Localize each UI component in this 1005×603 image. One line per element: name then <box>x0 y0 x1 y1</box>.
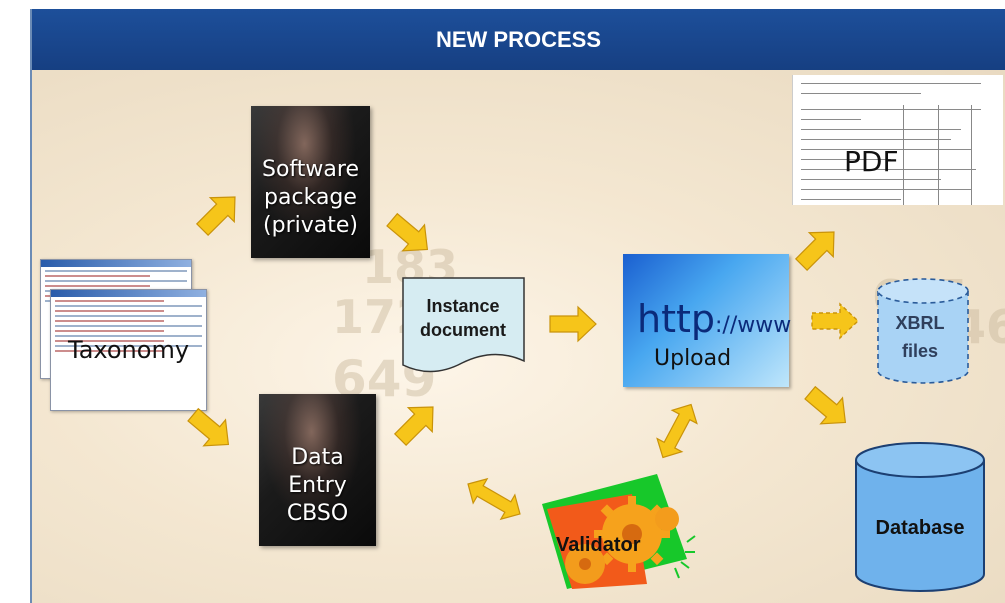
pdf-column-line <box>903 105 904 205</box>
gear-icon <box>565 544 605 584</box>
pdf-row <box>801 93 921 94</box>
software-line-3: (private) <box>263 213 358 238</box>
arrow-upload-to-pdf <box>788 219 847 278</box>
pdf-column-line <box>938 105 939 205</box>
xbrl-files-label: XBRL files <box>880 309 960 365</box>
pdf-row <box>801 199 901 200</box>
diagram-canvas: NEW PROCESS 183 172 649 644 346 675 Taxo… <box>30 9 1005 603</box>
pdf-row <box>801 83 981 84</box>
xbrl-line-1: XBRL <box>895 313 945 333</box>
gear-icon <box>655 507 679 531</box>
pdf-row <box>801 129 961 130</box>
pdf-row <box>801 189 971 190</box>
validator-label: Validator <box>556 534 641 556</box>
taxonomy-label: Taxonomy <box>68 336 190 364</box>
arrow-upload-to-xbrl-dashed <box>811 302 860 340</box>
www-text: ://www <box>715 313 792 338</box>
pdf-row <box>801 179 941 180</box>
arrow-taxonomy-to-software <box>189 184 248 243</box>
arrow-data-entry-validator-bidirectional <box>467 477 521 521</box>
arrow-validator-upload-bidirectional <box>656 403 698 459</box>
arrow-software-to-instance <box>380 206 439 264</box>
instance-document-shape <box>402 277 525 373</box>
pdf-document-thumbnail <box>792 75 1003 205</box>
http-text: http <box>637 297 716 341</box>
instance-document-label: Instance document <box>404 294 522 342</box>
database-cylinder <box>855 442 985 592</box>
page-title: NEW PROCESS <box>32 9 1005 70</box>
software-line-2: package <box>264 185 357 210</box>
data-entry-line-3: CBSO <box>286 501 349 526</box>
xbrl-line-2: files <box>901 341 939 361</box>
taxonomy-screenshots <box>40 259 207 419</box>
taxonomy-window-front <box>50 289 207 411</box>
arrow-instance-to-upload <box>549 306 597 342</box>
pdf-row <box>801 119 861 120</box>
pdf-row <box>801 139 951 140</box>
instance-line-2: document <box>419 320 506 340</box>
pdf-column-line <box>971 105 972 205</box>
validator-gears <box>542 474 696 589</box>
flow-arrows <box>181 184 860 521</box>
instance-line-1: Instance <box>426 296 500 316</box>
upload-panel <box>623 254 789 387</box>
pdf-row <box>801 169 976 170</box>
data-entry-photo: Data Entry CBSO <box>259 394 376 546</box>
data-entry-line-2: Entry <box>288 473 347 498</box>
arrow-data-entry-to-instance <box>387 394 446 453</box>
arrow-taxonomy-to-data-entry <box>181 401 240 459</box>
upload-url-text: http://www <box>637 297 791 341</box>
pdf-label: PDF <box>844 145 899 178</box>
software-line-1: Software <box>262 157 359 182</box>
pdf-row <box>801 149 971 150</box>
upload-label: Upload <box>654 346 732 371</box>
pdf-row <box>801 109 981 110</box>
data-entry-line-1: Data <box>291 445 344 470</box>
software-package-photo: Software package (private) <box>251 106 370 258</box>
database-label: Database <box>875 517 965 539</box>
xbrl-files-cylinder <box>877 278 969 384</box>
pdf-row <box>801 159 891 160</box>
arrow-upload-to-database <box>798 379 857 437</box>
